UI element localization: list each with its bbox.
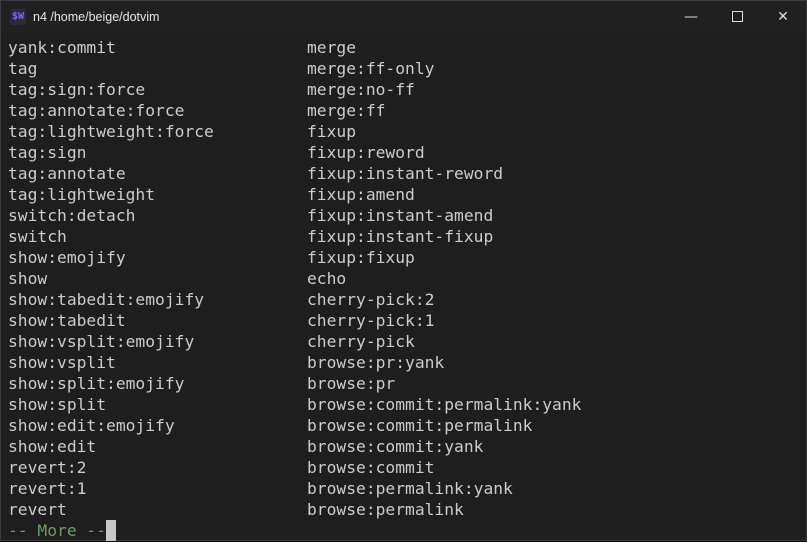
command-line: cherry-pick: [307, 332, 415, 351]
command-line: tag:annotate: [8, 164, 126, 183]
command-line: show:edit:emojify: [8, 416, 175, 435]
command-line: tag:annotate:force: [8, 101, 185, 120]
command-line: merge: [307, 38, 357, 57]
cursor: [106, 520, 117, 541]
command-list-left: yank:commit tag tag:sign:force tag:annotate…: [8, 37, 214, 520]
command-line: merge:ff-only: [307, 59, 435, 78]
command-line: tag: [8, 59, 38, 78]
command-line: echo: [307, 269, 347, 288]
more-prompt-text: -- More --: [8, 521, 107, 540]
command-line: switch:detach: [8, 206, 136, 225]
command-line: browse:pr: [307, 374, 396, 393]
command-line: cherry-pick:2: [307, 290, 435, 309]
command-line: revert:2: [8, 458, 87, 477]
command-line: tag:lightweight:force: [8, 122, 214, 141]
command-line: tag:sign: [8, 143, 87, 162]
command-line: fixup:instant-fixup: [307, 227, 494, 246]
command-line: show:edit: [8, 437, 97, 456]
command-line: switch: [8, 227, 67, 246]
command-line: fixup:amend: [307, 185, 415, 204]
close-icon: ✕: [777, 8, 789, 25]
minimize-icon: —: [684, 8, 698, 25]
terminal-output[interactable]: yank:commit tag tag:sign:force tag:annotate…: [1, 37, 806, 542]
command-line: browse:pr:yank: [307, 353, 445, 372]
command-line: show:tabedit: [8, 311, 126, 330]
command-line: fixup:instant-reword: [307, 164, 504, 183]
window-title: n4 /home/beige/dotvim: [33, 9, 160, 24]
command-line: tag:lightweight: [8, 185, 156, 204]
command-line: show:split: [8, 395, 107, 414]
maximize-icon: [731, 11, 743, 22]
command-line: browse:commit:permalink: [307, 416, 533, 435]
close-button[interactable]: ✕: [760, 1, 806, 32]
command-line: show:emojify: [8, 248, 126, 267]
command-line: browse:commit: [307, 458, 435, 477]
command-line: show:vsplit: [8, 353, 116, 372]
command-line: revert: [8, 500, 67, 519]
command-line: fixup: [307, 122, 357, 141]
command-line: show:tabedit:emojify: [8, 290, 205, 309]
command-line: fixup:fixup: [307, 248, 415, 267]
command-line: yank:commit: [8, 38, 116, 57]
command-line: browse:permalink:yank: [307, 479, 513, 498]
maximize-button[interactable]: [714, 1, 760, 32]
command-line: fixup:instant-amend: [307, 206, 494, 225]
command-line: merge:ff: [307, 101, 386, 120]
command-line: show:split:emojify: [8, 374, 185, 393]
command-line: revert:1: [8, 479, 87, 498]
command-line: show:vsplit:emojify: [8, 332, 195, 351]
title-bar[interactable]: $W n4 /home/beige/dotvim — ✕: [1, 1, 806, 32]
command-line: tag:sign:force: [8, 80, 146, 99]
more-prompt: -- More --: [8, 520, 117, 541]
command-line: browse:commit:permalink:yank: [307, 395, 582, 414]
command-list-right: merge merge:ff-only merge:no-ff merge:ff fix…: [307, 37, 581, 520]
app-icon: $W: [10, 8, 26, 25]
command-line: fixup:reword: [307, 143, 425, 162]
command-line: cherry-pick:1: [307, 311, 435, 330]
command-line: browse:commit:yank: [307, 437, 484, 456]
minimize-button[interactable]: —: [668, 1, 714, 32]
command-line: merge:no-ff: [307, 80, 415, 99]
command-line: show: [8, 269, 48, 288]
command-line: browse:permalink: [307, 500, 464, 519]
